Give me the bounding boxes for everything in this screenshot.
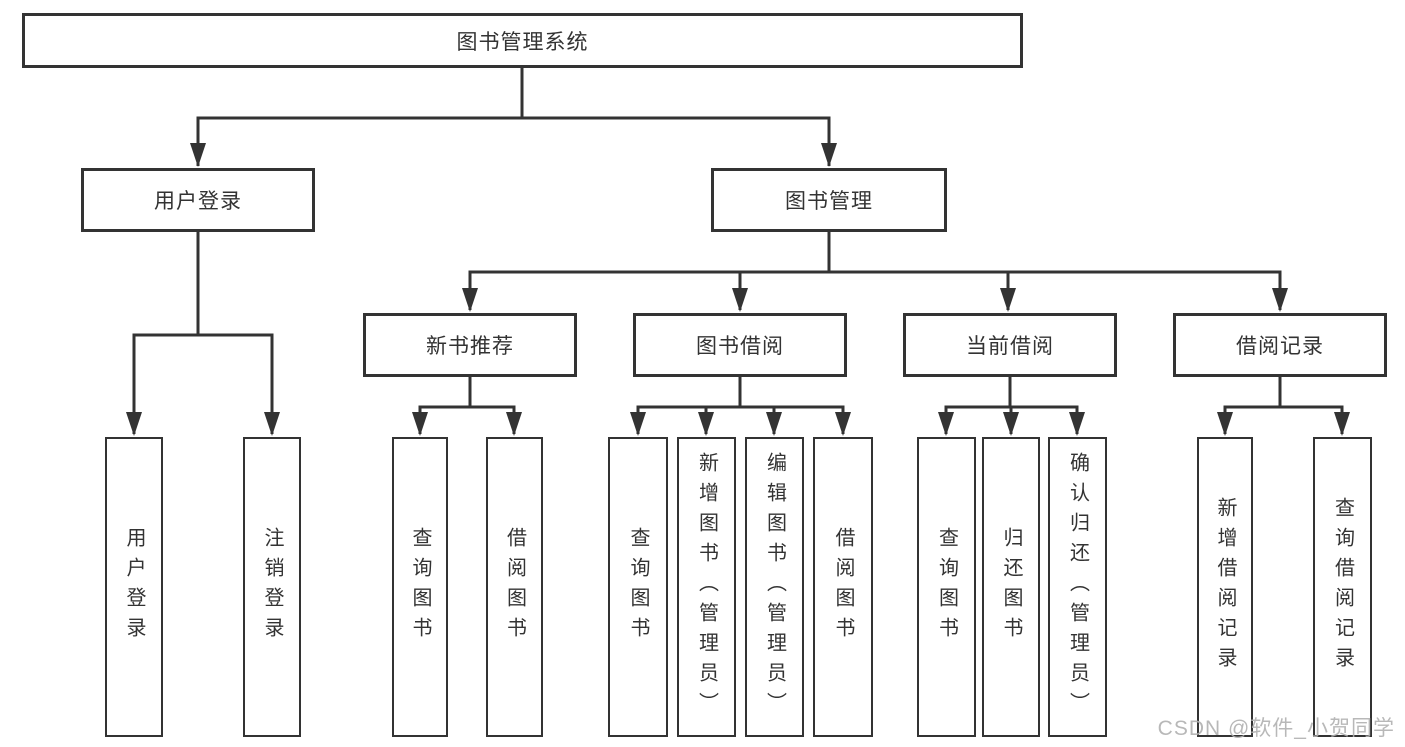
leaf-bb-edit-books-admin-label: 编辑图书（管理员） bbox=[763, 452, 786, 722]
leaf-cb-confirm-return-admin: 确认归还（管理员） bbox=[1048, 437, 1107, 737]
leaf-bb-query-books-label: 查询图书 bbox=[627, 527, 649, 647]
node-current-borrow-label: 当前借阅 bbox=[966, 335, 1054, 358]
leaf-nb-borrow-books: 借阅图书 bbox=[486, 437, 543, 737]
node-user-login-label: 用户登录 bbox=[154, 190, 242, 213]
node-user-login: 用户登录 bbox=[81, 168, 315, 232]
leaf-nb-query-books: 查询图书 bbox=[392, 437, 448, 737]
node-root-label: 图书管理系统 bbox=[456, 30, 589, 54]
leaf-nb-borrow-books-label: 借阅图书 bbox=[503, 527, 526, 647]
connector-stroke-group bbox=[132, 68, 1344, 434]
leaf-user-login-label: 用户登录 bbox=[123, 527, 145, 647]
leaf-cb-confirm-return-admin-label: 确认归还（管理员） bbox=[1066, 452, 1089, 722]
node-new-book-recommend-label: 新书推荐 bbox=[426, 335, 514, 358]
leaf-nb-query-books-label: 查询图书 bbox=[409, 527, 431, 647]
node-borrow-records: 借阅记录 bbox=[1173, 313, 1387, 377]
leaf-br-query-record-label: 查询借阅记录 bbox=[1331, 497, 1354, 677]
leaf-br-add-record: 新增借阅记录 bbox=[1197, 437, 1253, 737]
arrowhead-group bbox=[126, 143, 1350, 436]
leaf-bb-borrow-books: 借阅图书 bbox=[813, 437, 873, 737]
node-book-management: 图书管理 bbox=[711, 168, 947, 232]
leaf-logout: 注销登录 bbox=[243, 437, 301, 737]
node-new-book-recommend: 新书推荐 bbox=[363, 313, 577, 377]
node-book-borrow: 图书借阅 bbox=[633, 313, 847, 377]
leaf-cb-query-books-label: 查询图书 bbox=[935, 527, 958, 647]
leaf-bb-add-books-admin: 新增图书（管理员） bbox=[677, 437, 736, 737]
leaf-logout-label: 注销登录 bbox=[261, 527, 283, 647]
leaf-br-query-record: 查询借阅记录 bbox=[1313, 437, 1372, 737]
leaf-cb-return-books: 归还图书 bbox=[982, 437, 1040, 737]
leaf-bb-borrow-books-label: 借阅图书 bbox=[832, 527, 854, 647]
leaf-bb-query-books: 查询图书 bbox=[608, 437, 668, 737]
node-borrow-records-label: 借阅记录 bbox=[1236, 335, 1324, 358]
leaf-user-login: 用户登录 bbox=[105, 437, 163, 737]
node-root: 图书管理系统 bbox=[22, 13, 1023, 68]
node-book-management-label: 图书管理 bbox=[785, 190, 873, 213]
node-current-borrow: 当前借阅 bbox=[903, 313, 1117, 377]
watermark: CSDN @软件_小贺同学 bbox=[1157, 717, 1395, 740]
leaf-cb-return-books-label: 归还图书 bbox=[1000, 527, 1022, 647]
node-book-borrow-label: 图书借阅 bbox=[696, 335, 784, 358]
leaf-cb-query-books: 查询图书 bbox=[917, 437, 976, 737]
leaf-bb-add-books-admin-label: 新增图书（管理员） bbox=[695, 452, 718, 722]
leaf-bb-edit-books-admin: 编辑图书（管理员） bbox=[745, 437, 804, 737]
leaf-br-add-record-label: 新增借阅记录 bbox=[1214, 497, 1236, 677]
